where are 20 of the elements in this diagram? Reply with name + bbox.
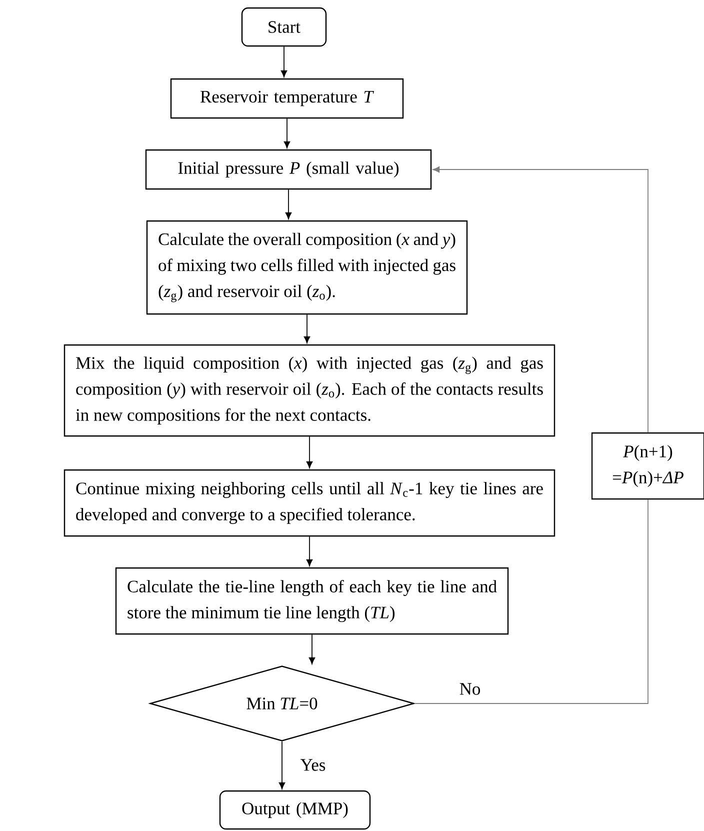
edge-label: Yes <box>299 758 327 772</box>
process-box: Continue mixing neighboring cells until all N$_{c}$-1 key tie lines are developed and converge to a specified tolerance. <box>64 469 556 537</box>
process-box: P(n+1) =P(n)+ΔP <box>591 432 704 500</box>
arrow <box>285 189 292 220</box>
process-box: Calculate the overall composition (x andy) of mixing two cells filled with injected gas (z$_{g}$) and reservoir oil (z$_{o}$). <box>146 220 468 315</box>
arrow <box>284 118 290 148</box>
process-box: Calculate the tie-line length of each key tie line and store the minimum tie line length (TL) <box>115 567 509 635</box>
arrow <box>306 536 313 566</box>
arrow <box>308 634 316 664</box>
arrow <box>306 436 313 468</box>
start-terminal: Start <box>241 7 327 47</box>
arrow <box>280 46 288 78</box>
end-terminal: Output (MMP) <box>219 790 371 830</box>
arrow <box>304 314 310 344</box>
edge-label: No <box>458 682 482 696</box>
arrow <box>278 741 286 790</box>
process-box: Initial pressure P (small value) <box>145 149 432 190</box>
process-box: Reservoir temperature T <box>170 78 404 119</box>
process-box: Mix the liquid composition (x) with injected gas (z$_{g}$) and gas composition (y) with reservoir oil (z$_{o}$). Each of the contacts results in new compositions for the next contacts. <box>64 344 556 437</box>
arrow <box>432 166 648 433</box>
